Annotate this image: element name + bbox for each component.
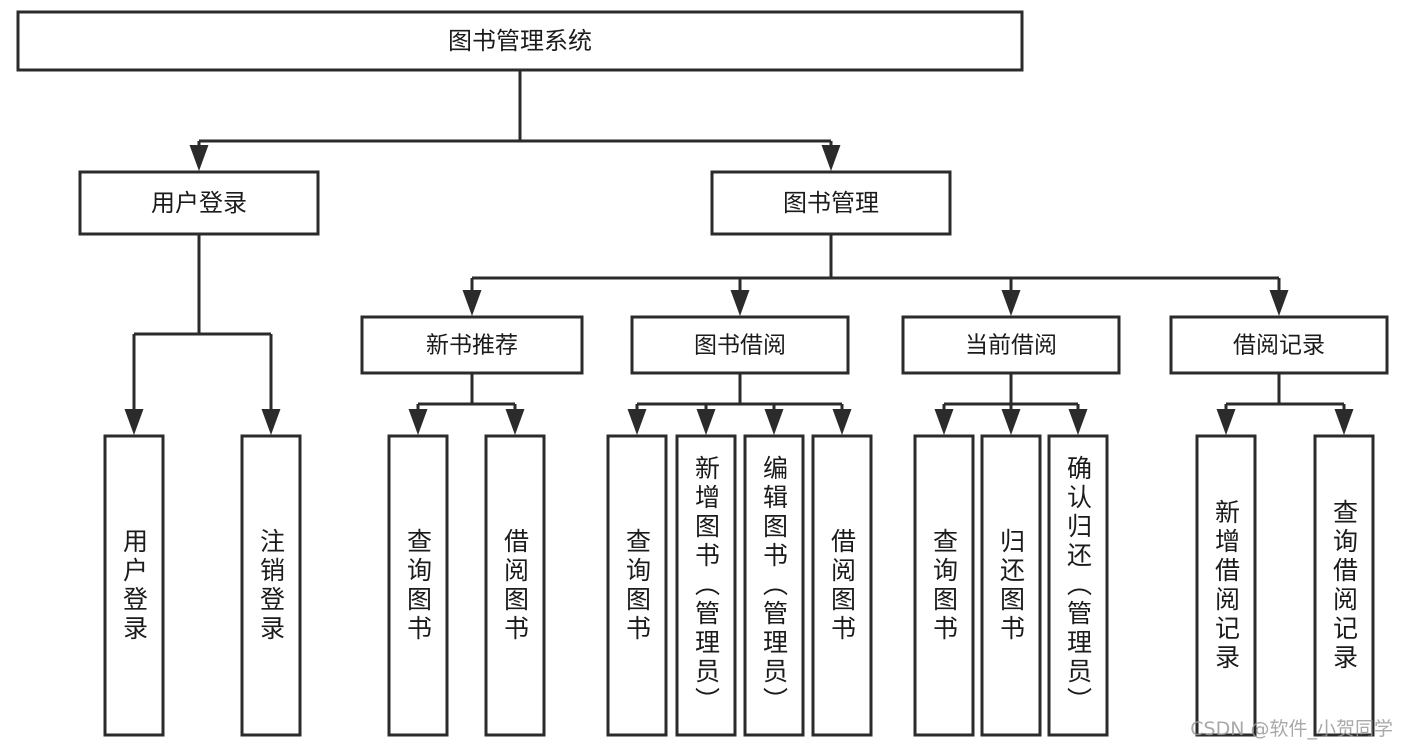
- node-box-l-bo-q[interactable]: [606, 434, 668, 737]
- arrow-head-icon: [189, 145, 209, 171]
- node-box-newbook[interactable]: [360, 315, 584, 375]
- node-label-newbook: 新书推荐: [426, 333, 518, 359]
- node-box-login[interactable]: [78, 170, 320, 236]
- csdn-watermark: CSDN @软件_小贺同学: [1190, 718, 1393, 740]
- arrow-head-icon: [124, 409, 144, 435]
- node-box-l-login[interactable]: [103, 434, 165, 737]
- node-label-records: 借阅记录: [1233, 333, 1325, 359]
- node-label-root: 图书管理系统: [448, 27, 592, 55]
- node-label-login: 用户登录: [151, 189, 247, 217]
- arrow-head-icon: [821, 145, 841, 171]
- arrow-head-icon: [627, 409, 647, 435]
- connector-layer: [124, 70, 1354, 435]
- node-label-current: 当前借阅: [965, 333, 1057, 359]
- arrow-head-icon: [1269, 290, 1289, 316]
- node-label-bookmgmt: 图书管理: [783, 189, 879, 217]
- node-box-l-cu-q[interactable]: [913, 434, 975, 737]
- node-label-borrow: 图书借阅: [694, 333, 786, 359]
- arrow-head-icon: [832, 409, 852, 435]
- arrow-head-icon: [730, 290, 750, 316]
- arrow-head-icon: [1001, 409, 1021, 435]
- arrow-head-icon: [764, 409, 784, 435]
- arrow-head-icon: [408, 409, 428, 435]
- arrow-head-icon: [696, 409, 716, 435]
- node-box-l-nb-q[interactable]: [387, 434, 449, 737]
- node-box-l-bo-edit[interactable]: [743, 434, 805, 737]
- node-box-records[interactable]: [1169, 315, 1389, 375]
- node-box-l-re-q[interactable]: [1313, 434, 1375, 737]
- node-box-borrow[interactable]: [630, 315, 850, 375]
- node-box-l-cu-ret[interactable]: [980, 434, 1042, 737]
- node-box-l-logout[interactable]: [240, 434, 302, 737]
- node-box-l-cu-ok[interactable]: [1047, 434, 1109, 737]
- arrow-head-icon: [934, 409, 954, 435]
- arrow-head-icon: [505, 409, 525, 435]
- arrow-head-icon: [261, 409, 281, 435]
- node-box-l-re-add[interactable]: [1195, 434, 1257, 737]
- node-box-l-nb-b[interactable]: [484, 434, 546, 737]
- node-box-current[interactable]: [901, 315, 1121, 375]
- node-box-l-bo-add[interactable]: [675, 434, 737, 737]
- arrow-head-icon: [1334, 409, 1354, 435]
- node-box-root[interactable]: [16, 10, 1024, 72]
- node-box-bookmgmt[interactable]: [710, 170, 952, 236]
- arrow-head-icon: [462, 290, 482, 316]
- arrow-head-icon: [1068, 409, 1088, 435]
- arrow-head-icon: [1001, 290, 1021, 316]
- node-box-l-bo-bor[interactable]: [811, 434, 873, 737]
- arrow-head-icon: [1216, 409, 1236, 435]
